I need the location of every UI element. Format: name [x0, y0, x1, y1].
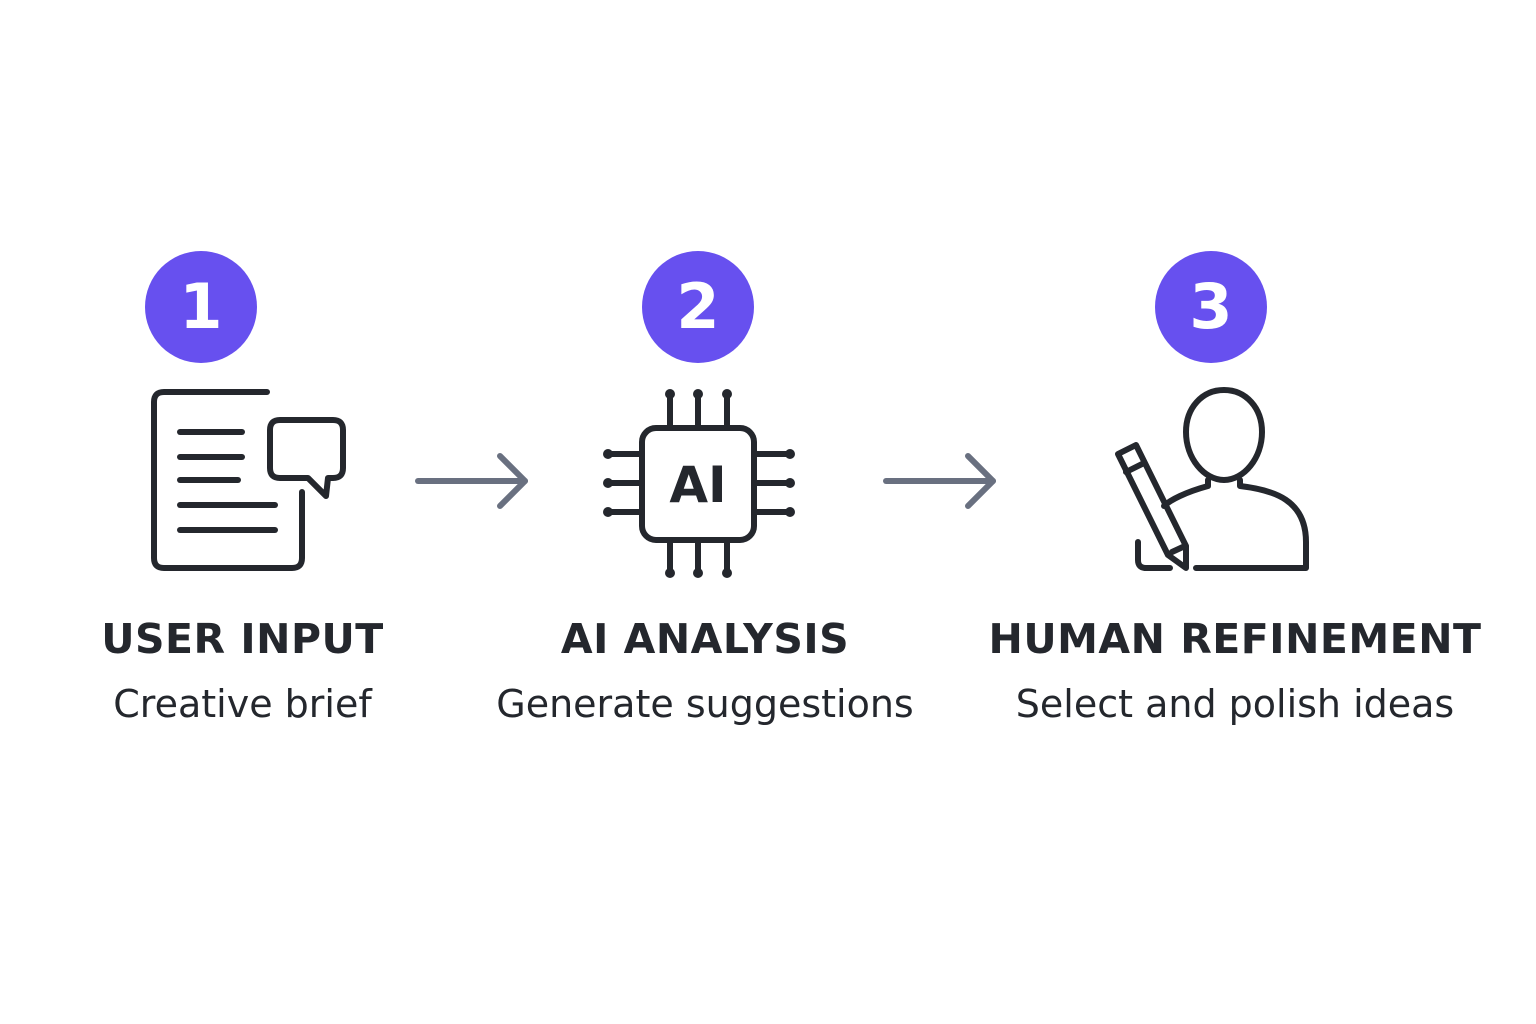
arrow-right-icon — [415, 453, 528, 509]
step-3-badge: 3 — [1155, 251, 1267, 363]
ai-chip-icon: AI — [603, 389, 795, 578]
step-3-number: 3 — [1189, 270, 1233, 343]
step-3-subtitle: Select and polish ideas — [1015, 682, 1455, 726]
step-2-badge: 2 — [642, 251, 754, 363]
step-1-title: USER INPUT — [101, 615, 384, 663]
document-chat-icon — [151, 389, 346, 571]
arrow-right-icon — [883, 453, 996, 509]
person-pencil-icon — [1115, 387, 1309, 571]
step-2-subtitle: Generate suggestions — [496, 682, 914, 726]
step-2-number: 2 — [676, 270, 720, 343]
step-1-subtitle: Creative brief — [113, 682, 372, 726]
step-1-badge: 1 — [145, 251, 257, 363]
step-3-title: HUMAN REFINEMENT — [988, 615, 1482, 663]
ai-chip-label: AI — [669, 456, 726, 514]
step-2-title: AI ANALYSIS — [560, 615, 850, 663]
step-1-number: 1 — [179, 270, 223, 343]
